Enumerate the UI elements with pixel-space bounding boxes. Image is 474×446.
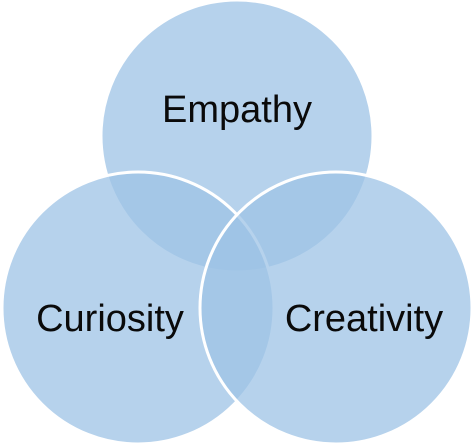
creativity-circle bbox=[198, 170, 474, 446]
creativity-label: Creativity bbox=[285, 298, 443, 340]
empathy-label: Empathy bbox=[162, 89, 312, 131]
curiosity-label: Curiosity bbox=[36, 298, 184, 340]
